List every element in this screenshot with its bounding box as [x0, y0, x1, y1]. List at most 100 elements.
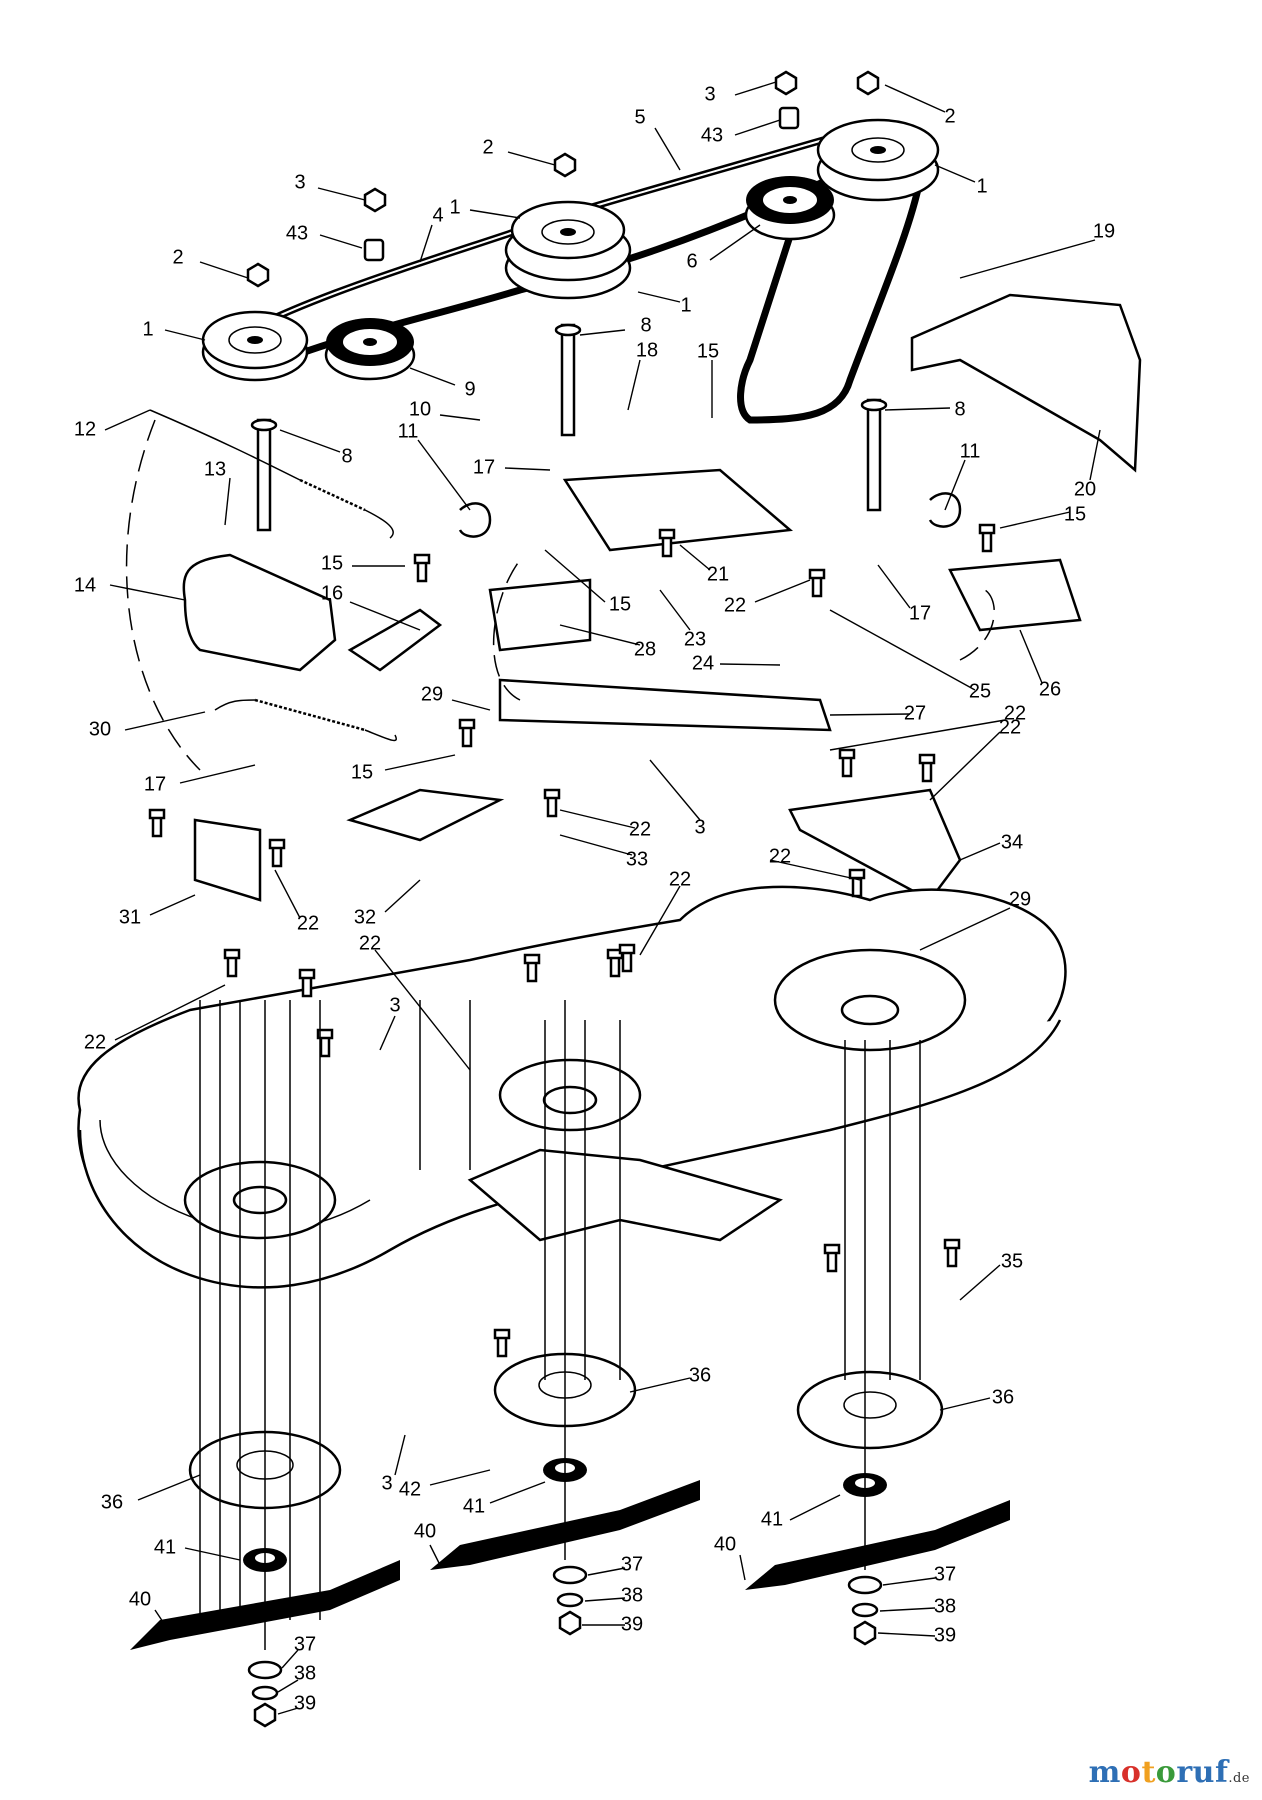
watermark-letter: m	[1088, 1755, 1121, 1790]
callout-label: 20	[1074, 478, 1096, 500]
leader-line	[184, 1547, 241, 1561]
leader-line	[734, 81, 777, 96]
leader-line	[939, 1397, 991, 1411]
leader-line	[277, 1679, 299, 1693]
top-hardware	[246, 70, 880, 288]
callout-label: 22	[769, 845, 791, 867]
leader-line	[149, 894, 196, 916]
callout-label: 21	[707, 563, 729, 585]
callout-label: 15	[609, 593, 631, 615]
callout-label: 8	[954, 398, 965, 420]
leader-line	[789, 1494, 841, 1521]
pulley-shield-14	[182, 553, 337, 672]
callout-label: 25	[969, 680, 991, 702]
callout-label: 41	[463, 1495, 485, 1517]
leader-line	[877, 564, 911, 609]
callout-label: 4	[432, 204, 443, 226]
watermark-letter: f	[1214, 1755, 1229, 1790]
callout-label: 13	[204, 458, 226, 480]
leader-line	[1019, 629, 1043, 684]
callout-label: 22	[629, 818, 651, 840]
callout-label: 5	[634, 106, 645, 128]
leader-line	[469, 209, 521, 219]
callout-label: 22	[669, 868, 691, 890]
callout-label: 29	[1009, 888, 1031, 910]
leader-line	[579, 329, 626, 336]
callout-label: 39	[294, 1692, 316, 1714]
callout-label: 40	[129, 1588, 151, 1610]
leader-line	[279, 429, 341, 453]
guide-lines	[199, 1000, 921, 1650]
leader-line	[379, 1015, 396, 1051]
callout-label: 17	[144, 773, 166, 795]
leader-line	[104, 409, 151, 431]
bolts-22	[148, 523, 996, 1358]
callout-label: 16	[321, 582, 343, 604]
leader-line	[124, 711, 206, 731]
leader-line	[394, 1434, 406, 1476]
leader-line	[659, 589, 691, 631]
leader-line	[754, 579, 811, 603]
belt-guard-20	[910, 293, 1142, 473]
callout-label: 1	[449, 196, 460, 218]
callout-label: 15	[697, 340, 719, 362]
callout-label: 40	[714, 1533, 736, 1555]
callout-label: 15	[321, 552, 343, 574]
callout-label: 3	[389, 994, 400, 1016]
leader-line	[629, 1377, 691, 1393]
callout-label: 1	[976, 175, 987, 197]
leader-line	[877, 1632, 936, 1637]
leader-line	[959, 1264, 1001, 1301]
leader-line	[164, 329, 206, 341]
leader-line	[769, 859, 861, 881]
callout-label: 22	[1004, 702, 1026, 724]
leader-line	[559, 834, 633, 856]
leader-line	[507, 151, 556, 166]
leader-line	[429, 1469, 491, 1486]
callout-label: 22	[359, 932, 381, 954]
callout-label: 23	[684, 628, 706, 650]
leader-line	[277, 1707, 299, 1715]
watermark-suffix: .de	[1228, 1771, 1250, 1786]
callout-label: 3	[704, 83, 715, 105]
watermark-letter: o	[1120, 1755, 1142, 1790]
callout-label: 22	[297, 912, 319, 934]
callout-label: 36	[689, 1364, 711, 1386]
callout-label: 38	[934, 1595, 956, 1617]
callout-label: 11	[398, 420, 419, 442]
callout-label: 38	[294, 1662, 316, 1684]
callout-label: 10	[409, 398, 431, 420]
idler-pulley-9	[324, 318, 416, 381]
leader-line	[384, 879, 421, 913]
callout-label: 3	[294, 171, 305, 193]
leader-line	[959, 239, 1096, 279]
callout-label: 9	[464, 378, 475, 400]
leader-line	[649, 759, 701, 821]
leader-line	[439, 414, 481, 421]
leader-line	[654, 127, 681, 171]
callout-label: 38	[621, 1584, 643, 1606]
callout-label: 36	[101, 1491, 123, 1513]
leader-line	[734, 119, 781, 136]
callout-label: 29	[421, 683, 443, 705]
callout-label: 41	[761, 1508, 783, 1530]
leader-line	[109, 584, 186, 601]
callout-label: 1	[142, 318, 153, 340]
callout-label: 32	[354, 906, 376, 928]
callout-label: 18	[636, 339, 658, 361]
leader-line	[719, 663, 781, 666]
callout-label: 8	[640, 314, 651, 336]
watermark-letter: u	[1192, 1755, 1215, 1790]
leader-line	[709, 224, 761, 261]
leader-line	[584, 1597, 626, 1602]
leader-line	[419, 224, 433, 263]
leader-line	[199, 261, 249, 279]
callout-label: 24	[692, 652, 714, 674]
callout-label: 3	[694, 816, 705, 838]
leader-line	[739, 1554, 746, 1581]
leader-line	[999, 511, 1071, 529]
mower-deck	[77, 885, 1067, 1289]
callout-label: 26	[1039, 678, 1061, 700]
callout-label: 6	[686, 250, 697, 272]
leader-line	[829, 609, 976, 691]
